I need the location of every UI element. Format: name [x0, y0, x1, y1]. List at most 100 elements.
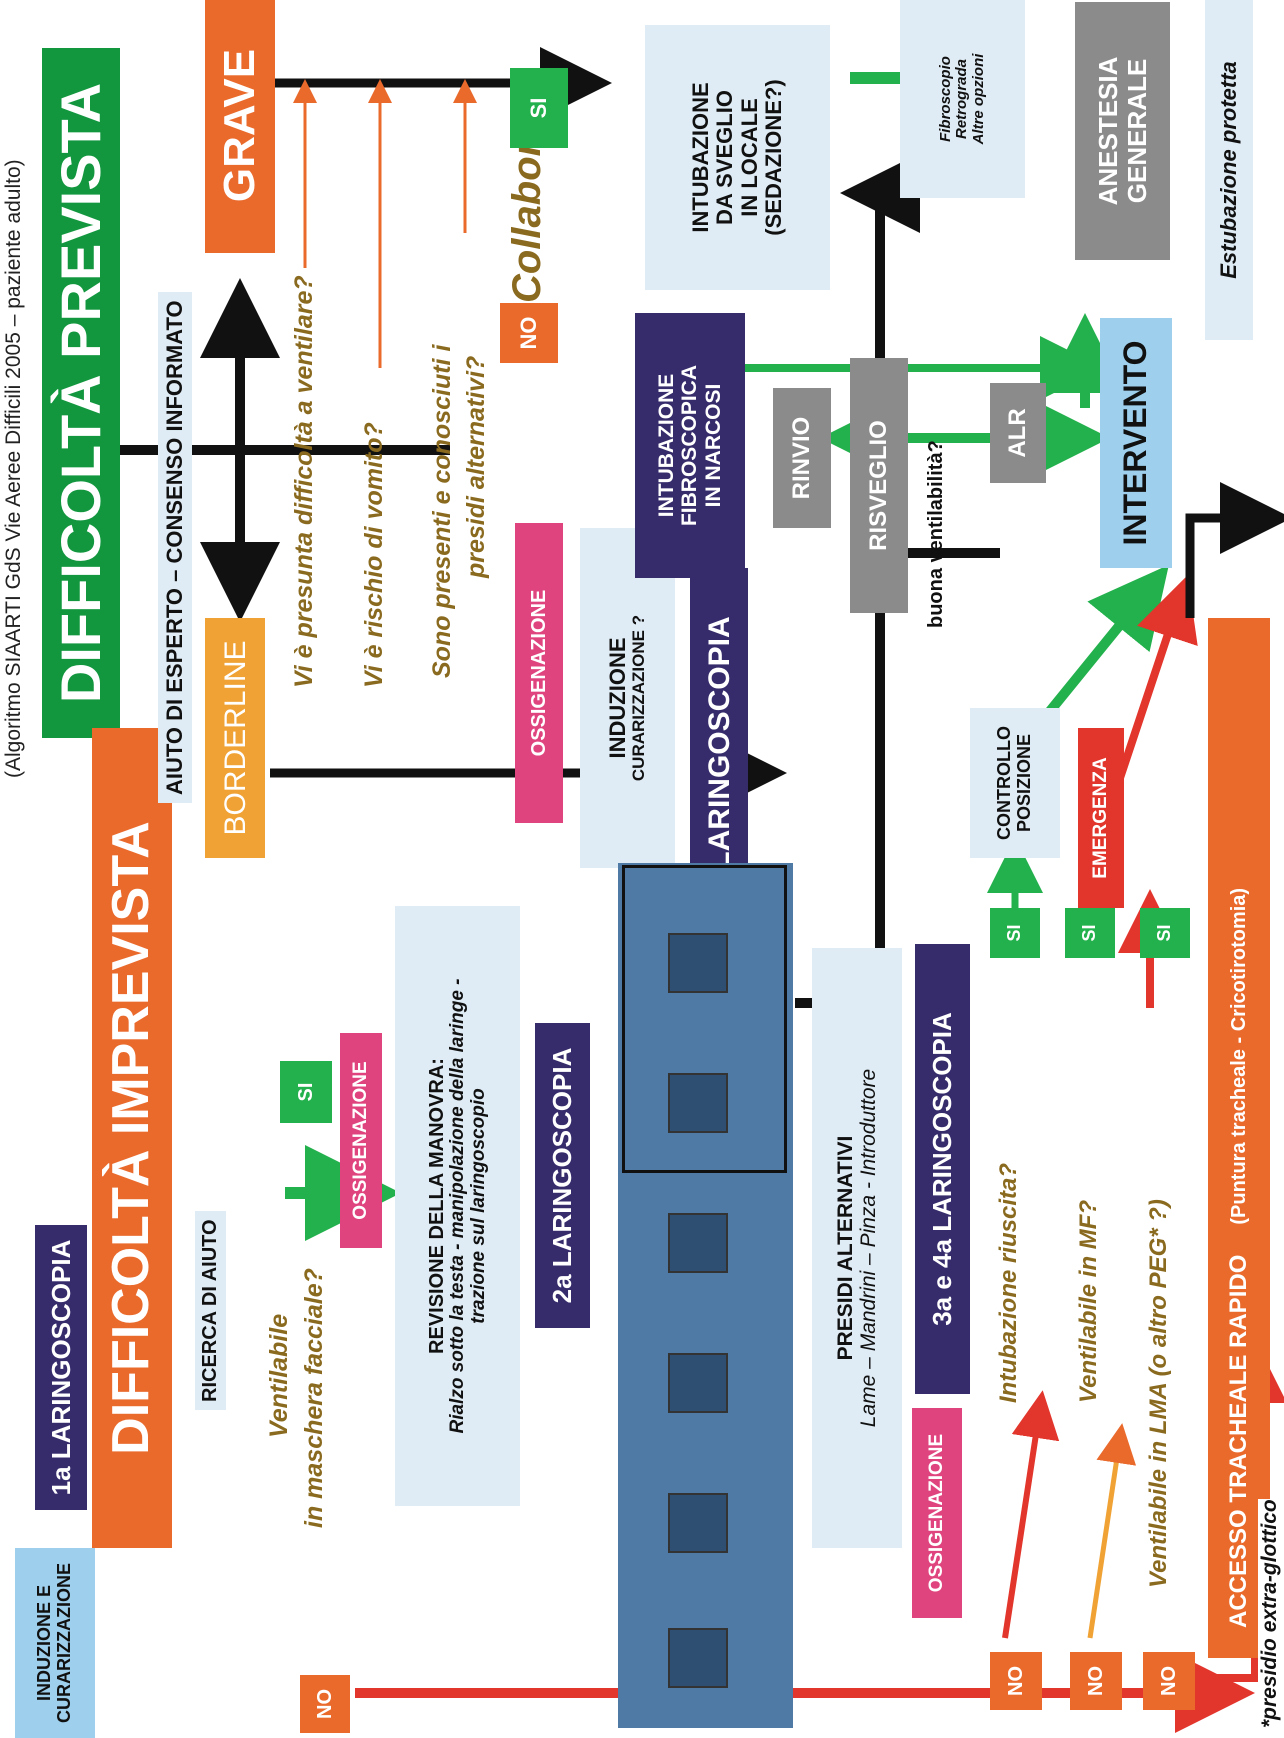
induzione-prevista-box: INDUZIONE CURARIZZAZIONE ? — [580, 528, 675, 868]
option-retrograda: Retrograda — [953, 58, 971, 140]
fibro-options-box: Fibroscopio Retrograda Altre opzioni — [900, 0, 1025, 198]
laryngoscopy-images-strip — [618, 863, 793, 1728]
ossigenazione-prevista-box: OSSIGENAZIONE — [515, 523, 563, 823]
vmf-no-arrow — [1087, 1423, 1137, 1639]
revisione-box: REVISIONE DELLA MANOVRA: Rialzo sotto la… — [395, 906, 520, 1506]
laringoscopia1-box: 1a LARINGOSCOPIA — [35, 1225, 87, 1510]
question-ventilabile-mf: Ventilabile in MF? — [1075, 1199, 1102, 1403]
ossigenazione-prevista-label: OSSIGENAZIONE — [528, 589, 550, 757]
lma-no-label: NO — [1158, 1666, 1180, 1696]
larynx-view-2-icon — [668, 1493, 728, 1553]
estubazione-box: Estubazione protetta — [1205, 0, 1253, 340]
estubazione-label: Estubazione protetta — [1215, 61, 1241, 279]
presidi-items: Lame – Mandrini – Pinza - Introduttore — [857, 1068, 880, 1428]
alr-label: ALR — [1003, 408, 1031, 458]
ossigenazione-2-label: OSSIGENAZIONE — [925, 1433, 947, 1593]
collabora-si-badge: SI — [510, 68, 568, 148]
revisione-line1: Rialzo sotto la testa - manipolazione de… — [446, 978, 468, 1434]
ventilabile-mf-question-b: in maschera facciale? — [300, 1268, 328, 1528]
intervento-label: INTERVENTO — [1117, 340, 1154, 546]
accesso-sublabel: (Puntura tracheale - Cricotirotomia) — [1228, 887, 1250, 1225]
fibro-narcosi-line2: FIBROSCOPICA — [678, 365, 702, 527]
vmf-no-badge: NO — [1070, 1652, 1122, 1710]
anestesia-line1: ANESTESIA — [1092, 56, 1123, 206]
intub-si-badge: SI — [990, 908, 1040, 958]
lma-si-label: SI — [1154, 924, 1175, 942]
larynx-view-1-icon — [668, 1628, 728, 1688]
grave-label: GRAVE — [214, 48, 264, 203]
question-ventilare: Vi è presunta difficoltà a ventilare? — [290, 275, 318, 688]
accesso-label: ACCESSO TRACHEALE RAPIDO — [1224, 1254, 1252, 1628]
laringoscopia34-box: 3a e 4a LARINGOSCOPIA — [915, 944, 970, 1394]
revisione-line2: trazione sul laringoscopio — [467, 1088, 489, 1324]
prevista-title-text: DIFFICOLTÀ PREVISTA — [49, 82, 113, 704]
emergenza-to-intervento-arrow — [1116, 575, 1198, 780]
vent-si-label: SI — [295, 1082, 317, 1102]
laringoscopia-prevista-label: LARINGOSCOPIA — [702, 616, 736, 870]
anestesia-line2: GENERALE — [1121, 58, 1152, 204]
risveglio-box: RISVEGLIO — [850, 358, 908, 613]
vmf-si-badge: SI — [1065, 908, 1115, 958]
intub-no-arrow — [1002, 1390, 1060, 1639]
revisione-title: REVISIONE DELLA MANOVRA: — [425, 1058, 448, 1354]
rinvio-box: RINVIO — [773, 388, 831, 528]
imprevista-title: DIFFICOLTÀ IMPREVISTA — [92, 728, 172, 1548]
option-altre: Altre opzioni — [969, 53, 987, 145]
borderline-box: BORDERLINE — [205, 618, 265, 858]
vmf-no-label: NO — [1085, 1666, 1107, 1696]
question-vomito: Vi è rischio di vomito? — [360, 422, 388, 688]
laringoscopia2-box: 2a LARINGOSCOPIA — [535, 1023, 590, 1328]
question-presidi-a: Sono presenti e conosciuti i — [428, 344, 456, 678]
controllo-line1: CONTROLLO — [994, 726, 1015, 840]
collabora-si-label: SI — [525, 97, 551, 119]
collabora-no-badge: NO — [500, 303, 558, 363]
risveglio-label: RISVEGLIO — [864, 420, 892, 551]
vent-no-badge: NO — [300, 1675, 350, 1733]
laringoscopia1-label: 1a LARINGOSCOPIA — [45, 1239, 76, 1496]
anestesia-generale-box: ANESTESIA GENERALE — [1075, 2, 1170, 260]
intubazione-sveglio-box: INTUBAZIONE DA SVEGLIO IN LOCALE (SEDAZI… — [645, 25, 830, 290]
imprevista-title-text: DIFFICOLTÀ IMPREVISTA — [102, 821, 161, 1455]
collabora-no-label: NO — [515, 316, 541, 350]
risveglio-to-sveglio-arrow — [840, 153, 920, 363]
prevista-title: DIFFICOLTÀ PREVISTA — [42, 48, 120, 738]
buona-ventilabilita-question: buona ventilabilità? — [925, 440, 947, 628]
presidi-box: PRESIDI ALTERNATIVI Lame – Mandrini – Pi… — [812, 948, 902, 1548]
highlight-frame — [622, 865, 787, 1173]
intub-si-label: SI — [1004, 924, 1025, 942]
fibro-narcosi-line3: IN NARCOSI — [701, 383, 725, 508]
laringoscopia34-label: 3a e 4a LARINGOSCOPIA — [927, 1012, 958, 1326]
intervento-to-estubazione-arrow — [1185, 482, 1284, 618]
option-fibroscopio: Fibroscopio — [936, 56, 954, 142]
intub-no-label: NO — [1005, 1666, 1027, 1696]
sveglio-line2: DA SVEGLIO — [712, 90, 738, 225]
aiuto-esperto-text: AIUTO DI ESPERTO – CONSENSO INFORMATO — [158, 292, 192, 803]
fibro-narcosi-box: INTUBAZIONE FIBROSCOPICA IN NARCOSI — [635, 313, 745, 578]
larynx-view-4-icon — [668, 1213, 728, 1273]
intervento-box: INTERVENTO — [1100, 318, 1172, 568]
emergenza-box: EMERGENZA — [1078, 728, 1124, 908]
lma-no-badge: NO — [1143, 1652, 1195, 1710]
intub-no-badge: NO — [990, 1652, 1042, 1710]
induzione-imprevista-box: INDUZIONE E CURARIZZAZIONE — [15, 1548, 95, 1738]
ossigenazione-2-box: OSSIGENAZIONE — [912, 1408, 962, 1618]
lma-si-badge: SI — [1140, 908, 1190, 958]
fibro-narcosi-line1: INTUBAZIONE — [655, 373, 679, 518]
vmf-si-label: SI — [1079, 924, 1100, 942]
ossigenazione-1-label: OSSIGENAZIONE — [349, 1061, 371, 1220]
grave-box: GRAVE — [205, 0, 275, 253]
presidi-title: PRESIDI ALTERNATIVI — [833, 1135, 857, 1361]
sveglio-line4: (SEDAZIONE?) — [760, 79, 786, 236]
induzione-prevista-label: INDUZIONE — [605, 637, 631, 759]
ossigenazione-1-box: OSSIGENAZIONE — [340, 1033, 382, 1248]
induzione-imprevista-line2: CURARIZZAZIONE — [54, 1563, 74, 1723]
ventilabile-mf-question-a: Ventilabile — [265, 1313, 293, 1438]
question-ventilabile-lma: Ventilabile in LMA (o altro PEG* ?) — [1145, 1199, 1172, 1588]
rinvio-label: RINVIO — [787, 416, 815, 500]
algorithm-note: (Algoritmo SIAARTI GdS Vie Aeree Diffici… — [2, 159, 25, 778]
footnote-text: *presidio extra-glottico — [1258, 1499, 1282, 1728]
emergenza-label: EMERGENZA — [1089, 757, 1111, 879]
ricerca-aiuto-text: RICERCA DI AIUTO — [195, 1211, 226, 1410]
